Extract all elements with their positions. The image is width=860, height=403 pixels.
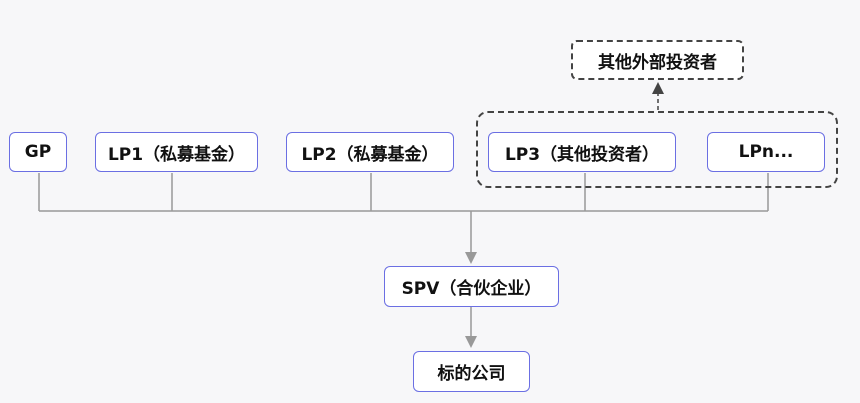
lpn-node: LPn... — [707, 132, 825, 172]
lp1-node: LP1（私募基金） — [95, 132, 258, 172]
lp3-node: LP3（其他投资者） — [488, 132, 676, 172]
target-company-node: 标的公司 — [413, 351, 530, 392]
gp-node: GP — [9, 132, 67, 172]
investor-group-box — [476, 111, 838, 188]
outside-investors-box: 其他外部投资者 — [571, 40, 744, 80]
lp2-node: LP2（私募基金） — [286, 132, 454, 172]
spv-node: SPV（合伙企业） — [384, 266, 559, 307]
